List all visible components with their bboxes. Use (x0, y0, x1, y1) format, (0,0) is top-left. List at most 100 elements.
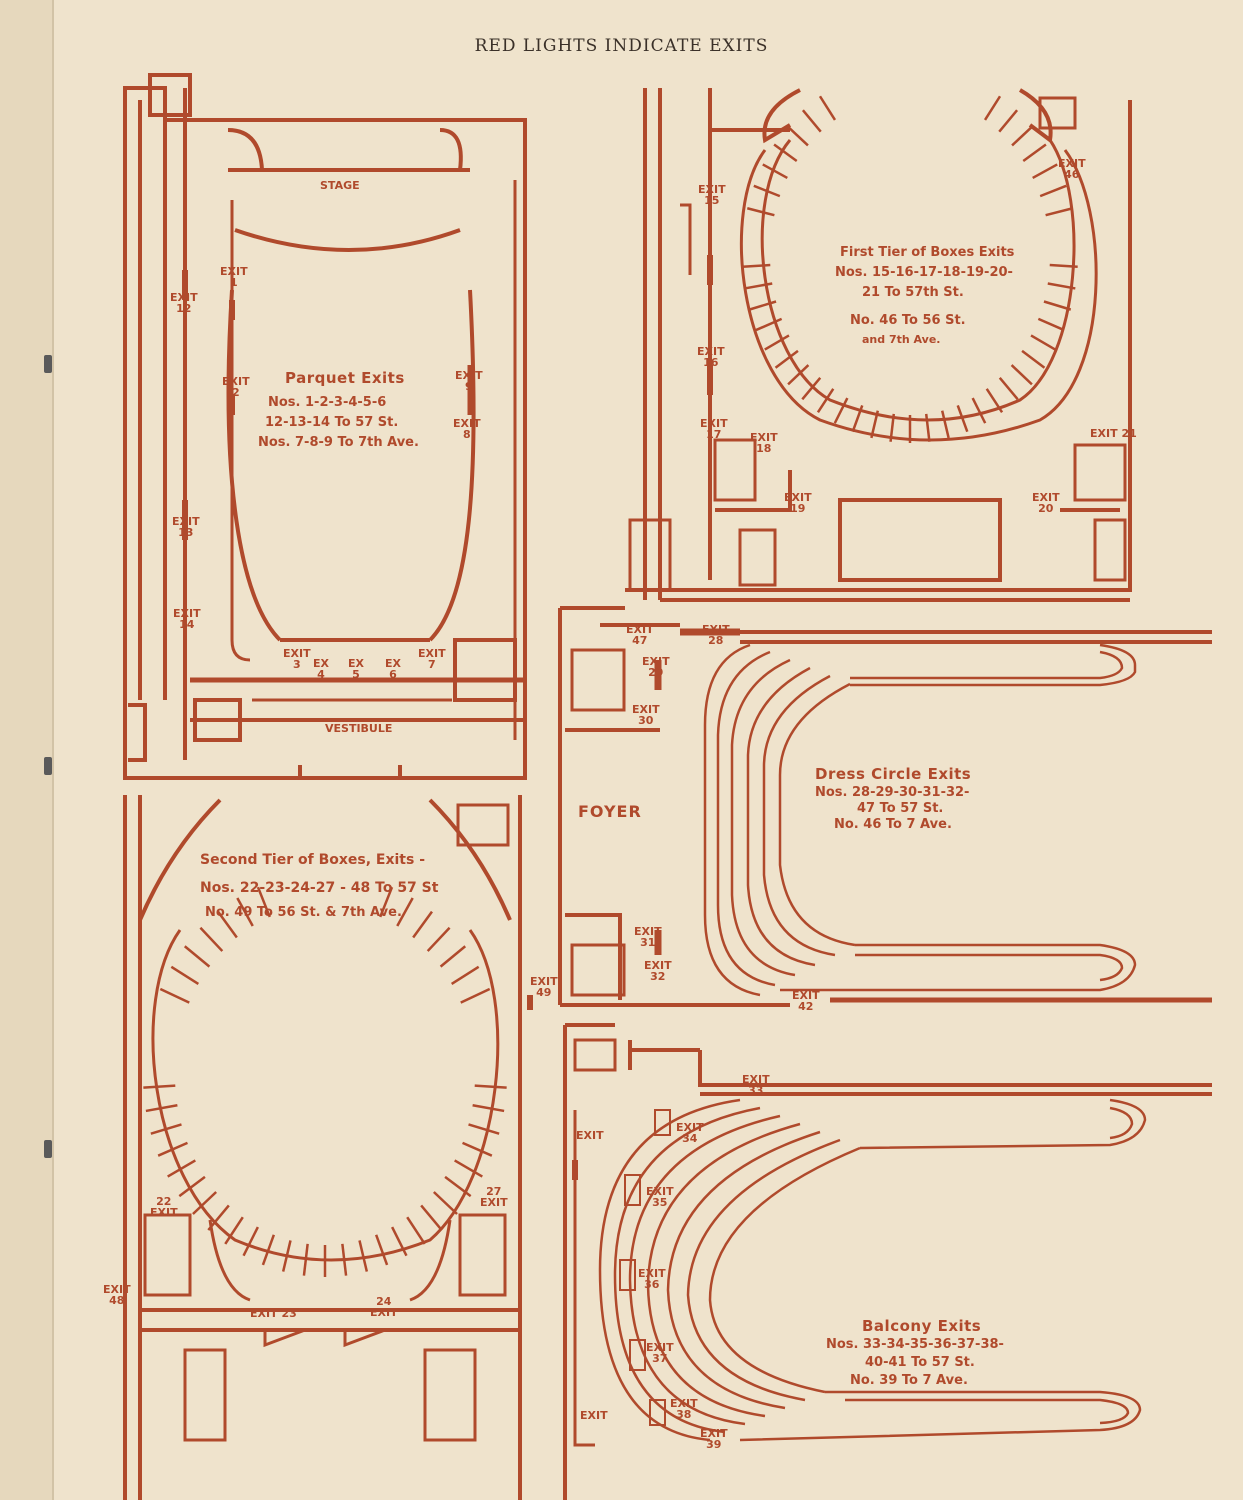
binding-stitch (44, 757, 52, 775)
second-tier-box-divider (242, 1226, 259, 1257)
second-tier-box-divider (170, 965, 200, 985)
second-tier-box-divider (302, 1243, 309, 1276)
first-tier-box-divider (1043, 300, 1072, 311)
second-tier-box-divider (224, 1216, 244, 1245)
second-tier-box-divider (143, 1084, 176, 1089)
first-tier-box-divider (744, 282, 773, 290)
balcony-line2: 40-41 To 57 St. (865, 1355, 975, 1370)
balcony-line1: Nos. 33-34-35-36-37-38- (826, 1337, 1004, 1352)
first-tier-box-divider (801, 109, 822, 133)
second-tier-box-divider (199, 926, 224, 952)
first-tier-box-divider (833, 397, 849, 424)
first-tier-box-divider (1010, 364, 1033, 386)
first-tier-box-divider (818, 95, 837, 121)
dress-circle-title: Dress Circle Exits (815, 765, 972, 783)
exit-23-label: EXIT 23 (250, 1307, 297, 1320)
second-tier-box-divider (341, 1243, 348, 1276)
first-tier-box-divider (762, 163, 788, 180)
second-tier-box-divider (474, 1084, 507, 1089)
second-tier-box-divider (207, 1204, 230, 1231)
first-tier-box-divider (774, 349, 799, 369)
second-tier-box-divider (454, 1159, 483, 1178)
second-tier-box-divider (159, 987, 190, 1004)
parquet-line1: Nos. 1-2-3-4-5-6 (268, 395, 387, 410)
first-tier-box-divider (889, 413, 896, 442)
second-tier-box-divider (150, 1123, 182, 1135)
second-tier-box-divider (192, 1191, 218, 1215)
second-tier-box-divider (256, 886, 271, 918)
second-tier-box-divider (379, 886, 394, 918)
first-tier-box-divider (1049, 263, 1078, 269)
stage-label: STAGE (320, 179, 360, 192)
first-tier-box-divider (773, 143, 798, 162)
first-tier-box-divider (742, 263, 771, 269)
vestibule-label: VESTIBULE (325, 722, 393, 735)
first-tier-box-divider (1022, 143, 1047, 162)
second-tier-line2: No. 49 To 56 St. & 7th Ave. (205, 905, 402, 920)
first-tier-box-divider (787, 364, 810, 386)
first-tier-box-divider (998, 109, 1019, 133)
first-tier-line3: No. 46 To 56 St. (850, 313, 966, 328)
first-tier-line4: and 7th Ave. (862, 333, 941, 346)
second-tier-plan (123, 795, 533, 1500)
second-tier-box-divider (396, 897, 414, 927)
exit-41-label: EXIT (576, 1129, 604, 1142)
second-tier-box-divider (358, 1240, 369, 1272)
second-tier-box-divider (217, 910, 238, 939)
second-tier-box-divider (444, 1175, 472, 1198)
first-tier-box-divider (851, 404, 864, 433)
second-tier-box-divider (406, 1216, 426, 1245)
dress-circle-line3: No. 46 To 7 Ave. (834, 817, 952, 832)
first-tier-box-divider (1021, 349, 1046, 369)
first-tier-box-divider (746, 207, 775, 217)
second-tier-box-divider (183, 945, 211, 968)
second-tier-box-divider (145, 1104, 178, 1113)
dress-circle-line2: 47 To 57 St. (857, 801, 944, 816)
second-tier-box-divider (432, 1191, 458, 1215)
parquet-exits-title: Parquet Exits (285, 369, 405, 387)
balcony-line3: No. 39 To 7 Ave. (850, 1373, 968, 1388)
first-tier-box-divider (801, 376, 822, 401)
first-tier-box-divider (1047, 282, 1076, 290)
first-tier-box-divider (1011, 125, 1034, 147)
second-tier-box-divider (420, 1204, 443, 1231)
foyer-label: FOYER (578, 802, 642, 821)
first-tier-box-divider (1045, 207, 1074, 217)
balcony-plan (563, 1023, 1212, 1500)
first-tier-box-divider (753, 184, 781, 198)
second-tier-box-divider (374, 1234, 389, 1266)
first-tier-box-divider (1032, 163, 1058, 180)
first-tier-title: First Tier of Boxes Exits (840, 245, 1015, 260)
second-tier-title: Second Tier of Boxes, Exits - (200, 852, 426, 868)
binding-stitch (44, 1140, 52, 1158)
second-tier-box-divider (157, 1141, 188, 1157)
second-tier-box-divider (167, 1159, 196, 1178)
